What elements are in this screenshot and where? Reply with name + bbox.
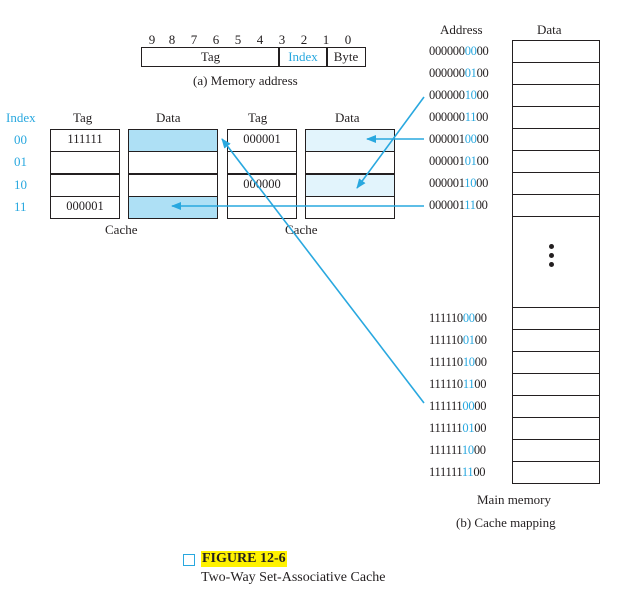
memory-address: 0000001000 bbox=[429, 88, 489, 102]
ellipsis-icon bbox=[549, 244, 554, 267]
arrow-0000001000-to-way2-10 bbox=[356, 96, 425, 189]
address-tag-field: Tag bbox=[141, 47, 280, 67]
bit-number: 9 bbox=[148, 32, 156, 47]
bit-number: 1 bbox=[322, 32, 330, 47]
way1-tag-header: Tag bbox=[73, 110, 93, 125]
memory-address: 1111100000 bbox=[429, 311, 487, 325]
memory-data-header: Data bbox=[537, 22, 562, 37]
way1-tag-cell: 111111 bbox=[50, 129, 120, 152]
way1-tag-cell: 000001 bbox=[50, 196, 120, 219]
way2-data-cell bbox=[305, 196, 395, 219]
memory-address: 0000011100 bbox=[429, 198, 488, 212]
memory-address: 1111111000 bbox=[429, 443, 486, 457]
way2-data-header: Data bbox=[335, 110, 360, 125]
bit-number: 4 bbox=[256, 32, 264, 47]
way2-tag-cell: 000001 bbox=[227, 129, 297, 152]
memory-gap-cell bbox=[512, 216, 600, 308]
index-label: 00 bbox=[14, 132, 27, 147]
memory-address: 0000011000 bbox=[429, 176, 489, 190]
way1-cache-caption: Cache bbox=[105, 222, 138, 237]
memory-data-cell bbox=[512, 461, 600, 484]
bit-number: 7 bbox=[190, 32, 198, 47]
way1-data-header: Data bbox=[156, 110, 181, 125]
memory-address-caption: (a) Memory address bbox=[193, 73, 298, 88]
memory-address: 0000000000 bbox=[429, 44, 489, 58]
memory-address: 0000001100 bbox=[429, 110, 489, 124]
memory-address: 1111111100 bbox=[429, 465, 486, 479]
memory-address: 1111101000 bbox=[429, 355, 487, 369]
cache-mapping-caption: (b) Cache mapping bbox=[456, 515, 556, 530]
bit-number: 8 bbox=[168, 32, 176, 47]
address-byte-field: Byte bbox=[326, 47, 366, 67]
index-label: 01 bbox=[14, 154, 27, 169]
memory-address: 0000010100 bbox=[429, 154, 489, 168]
index-header: Index bbox=[6, 110, 36, 125]
memory-address: 0000000100 bbox=[429, 66, 489, 80]
memory-address: 1111110000 bbox=[429, 399, 487, 413]
bit-number: 5 bbox=[234, 32, 242, 47]
bit-number: 2 bbox=[300, 32, 308, 47]
arrow-1111110000-to-way1-00 bbox=[221, 138, 425, 404]
index-label: 10 bbox=[14, 177, 27, 192]
bit-number: 0 bbox=[344, 32, 352, 47]
memory-address: 1111110100 bbox=[429, 421, 487, 435]
address-index-field: Index bbox=[278, 47, 328, 67]
bit-number: 6 bbox=[212, 32, 220, 47]
figure-title: Two-Way Set-Associative Cache bbox=[201, 570, 386, 585]
way2-tag-header: Tag bbox=[248, 110, 268, 125]
index-label: 11 bbox=[14, 199, 27, 214]
address-header: Address bbox=[440, 22, 483, 37]
way1-data-cell bbox=[128, 151, 218, 174]
main-memory-caption: Main memory bbox=[477, 492, 552, 507]
memory-address: 0000010000 bbox=[429, 132, 489, 146]
memory-address: 1111101100 bbox=[429, 377, 487, 391]
memory-address: 1111100100 bbox=[429, 333, 487, 347]
bit-number: 3 bbox=[278, 32, 286, 47]
way1-tag-cell bbox=[50, 151, 120, 174]
figure-label: FIGURE 12-6 bbox=[201, 551, 287, 567]
figure-bullet-icon bbox=[183, 554, 195, 566]
